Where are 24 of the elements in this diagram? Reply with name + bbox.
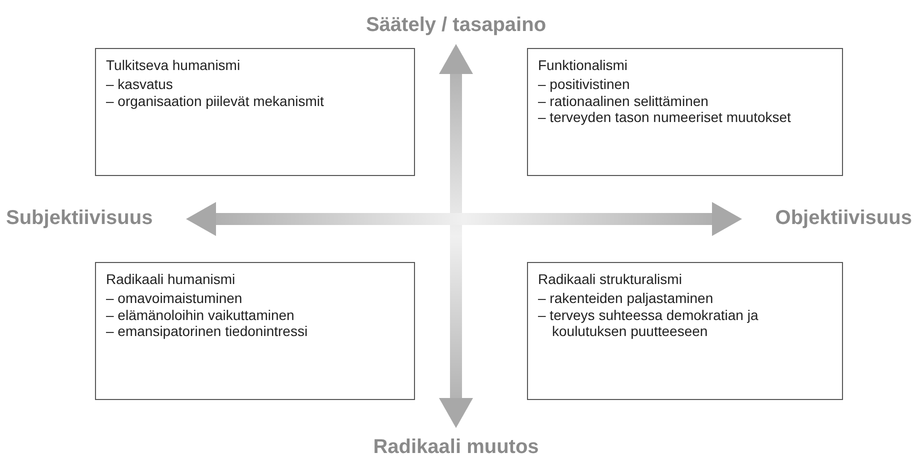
box-heading: Radikaali strukturalismi [538,271,683,288]
list-item: – kasvatus [106,76,174,93]
list-item: – rakenteiden paljastaminen [538,290,714,307]
box-heading: Tulkitseva humanismi [106,57,242,74]
axis-label: Radikaali muutos [330,430,582,464]
list-item: – emansipatorinen tiedonintressi [106,323,309,340]
quadrant-box [527,262,843,400]
quadrant-box [95,262,415,400]
list-item: – organisaation piilevät mekanismit [106,92,325,110]
double-arrow [439,44,473,428]
list-item: – terveyden tason numeeriset muutokset [538,109,792,126]
list-item: – terveys suhteessa demokratian ja koulutuksen puutteeseen [538,306,760,340]
list-item: – elämänoloihin vaikuttaminen [106,306,296,324]
axis-label: Objektiivisuus [740,201,912,235]
quadrant-box [95,48,415,176]
axis-label: Subjektiivisuus [6,201,188,235]
axis-label: Säätely / tasapaino [330,8,582,42]
list-item: – rationaalinen selittäminen [538,92,710,110]
quadrant-box [527,48,843,176]
list-item: – omavoimaistuminen [106,290,244,307]
double-arrow [186,202,742,236]
box-heading: Radikaali humanismi [106,271,236,288]
box-heading: Funktionalismi [538,57,628,74]
list-item: – positivistinen [538,76,631,93]
